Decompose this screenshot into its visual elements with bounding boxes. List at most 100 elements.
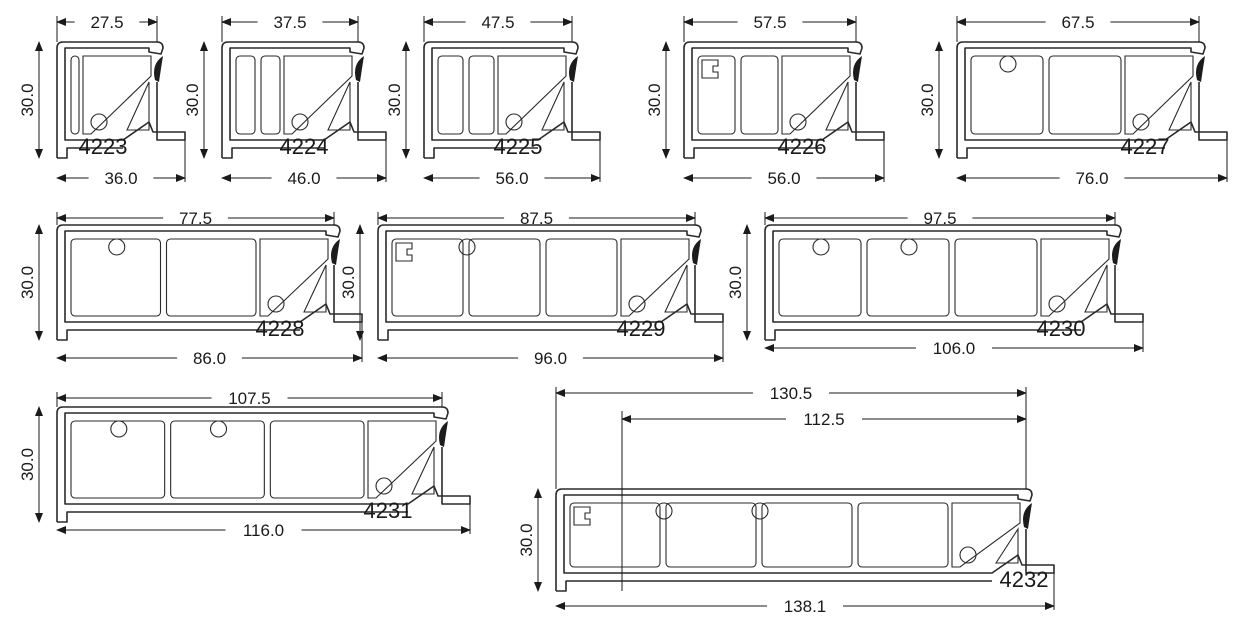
profile-4232-wedge-chamber: [951, 502, 1021, 568]
profile-4229-chamber: [391, 238, 464, 317]
profile-4232-chamber: [569, 502, 661, 568]
screw-port-icon: [1132, 113, 1150, 131]
profile-4226-triangle: [825, 81, 849, 131]
profile-4224-wedge-chamber: [283, 55, 353, 135]
profile-4224-chamber: [260, 55, 281, 135]
profile-4228-triangle: [303, 264, 327, 313]
profile-4231-outline: [56, 406, 471, 523]
profile-4225-chamber: [468, 55, 495, 135]
profile-4229-chamber: [545, 238, 618, 317]
rubber-seal-icon: [1196, 56, 1205, 82]
mid-width-dimension-label: 112.5: [803, 410, 844, 429]
profile-number: 4225: [494, 134, 543, 159]
screw-port-icon: [812, 238, 830, 256]
bottom-width-dimension-label: 36.0: [104, 169, 137, 188]
screw-port-icon: [267, 295, 285, 313]
height-dimension-label: 30.0: [183, 83, 202, 116]
top-width-dimension-label: 47.5: [481, 13, 514, 32]
profile-4227-chamber: [1048, 55, 1122, 135]
profile-number: 4231: [364, 498, 413, 523]
bottom-width-dimension-label: 56.0: [767, 169, 800, 188]
profile-number: 4226: [778, 134, 827, 159]
profile-number: 4228: [256, 316, 305, 341]
height-dimension-label: 30.0: [385, 83, 404, 116]
screw-port-icon: [655, 502, 673, 520]
rubber-seal-icon: [569, 56, 578, 82]
rubber-seal-icon: [853, 56, 862, 82]
profile-4225-chamber: [437, 55, 464, 135]
height-dimension-label: 30.0: [339, 266, 358, 299]
bottom-width-dimension-label: 76.0: [1075, 169, 1108, 188]
profile-4224-chamber: [235, 55, 256, 135]
top-width-dimension-label: 130.5: [770, 384, 813, 403]
profile-4226-outline: [683, 41, 885, 159]
profile-4231-chamber: [170, 420, 265, 499]
profile-4223-wedge-chamber: [82, 55, 152, 135]
height-dimension-label: 30.0: [918, 83, 937, 116]
profile-4227-chamber: [970, 55, 1044, 135]
profile-4223-triangle: [126, 81, 150, 131]
profile-4227-triangle: [1168, 81, 1192, 131]
profile-4228-chamber: [165, 238, 257, 317]
screw-port-icon: [110, 420, 128, 438]
screw-port-icon: [789, 113, 807, 131]
profile-4225-triangle: [541, 81, 565, 131]
profile-4230-chamber: [954, 238, 1038, 317]
rubber-seal-icon: [1023, 503, 1032, 529]
top-width-dimension-label: 57.5: [753, 13, 786, 32]
cross-slot-icon: [395, 242, 413, 262]
height-dimension-label: 30.0: [18, 266, 37, 299]
profile-4230-chamber: [778, 238, 862, 317]
profile-number: 4223: [79, 134, 128, 159]
profile-4229-outline: [377, 224, 724, 341]
profile-number: 4224: [280, 134, 329, 159]
screw-port-icon: [900, 238, 918, 256]
top-width-dimension-label: 87.5: [520, 209, 553, 228]
screw-port-icon: [90, 113, 108, 131]
profile-4229-wedge-chamber: [620, 238, 690, 317]
profile-4224-triangle: [327, 81, 351, 131]
top-width-dimension-label: 37.5: [273, 13, 306, 32]
rubber-seal-icon: [1112, 239, 1121, 265]
profile-4228-chamber: [70, 238, 162, 317]
profile-4228-wedge-chamber: [259, 238, 329, 317]
screw-port-icon: [108, 238, 126, 256]
profile-4230-outline: [764, 224, 1144, 341]
profile-4226: 4226 30.0 57.5 56.0: [645, 13, 885, 188]
profile-4228-outline: [56, 224, 363, 341]
profile-4223-outline: [56, 41, 186, 159]
bottom-width-dimension-label: 56.0: [495, 169, 528, 188]
profile-4226-chamber: [740, 55, 779, 135]
bottom-width-dimension-label: 138.1: [784, 597, 827, 616]
height-dimension-label: 30.0: [18, 83, 37, 116]
height-dimension-label: 30.0: [517, 523, 536, 556]
profile-4230-triangle: [1084, 264, 1108, 313]
screw-port-icon: [628, 295, 646, 313]
screw-port-icon: [959, 546, 977, 564]
profile-4231-chamber: [269, 420, 365, 499]
screw-port-icon: [505, 113, 523, 131]
bottom-width-dimension-label: 106.0: [933, 339, 976, 358]
top-width-dimension-label: 107.5: [228, 389, 271, 408]
rubber-seal-icon: [439, 421, 448, 447]
profile-4224-outline: [221, 41, 387, 159]
profile-4231-wedge-chamber: [367, 420, 437, 499]
top-width-dimension-label: 67.5: [1061, 13, 1094, 32]
profile-number: 4230: [1037, 316, 1086, 341]
profile-4231-triangle: [411, 446, 435, 495]
height-dimension-label: 30.0: [645, 83, 664, 116]
rubber-seal-icon: [692, 239, 701, 265]
profile-4226-chamber: [697, 55, 736, 135]
cross-slot-icon: [573, 506, 591, 526]
profile-4231-chamber: [70, 420, 166, 499]
profile-4226-wedge-chamber: [781, 55, 851, 135]
cross-slot-icon: [701, 59, 719, 79]
